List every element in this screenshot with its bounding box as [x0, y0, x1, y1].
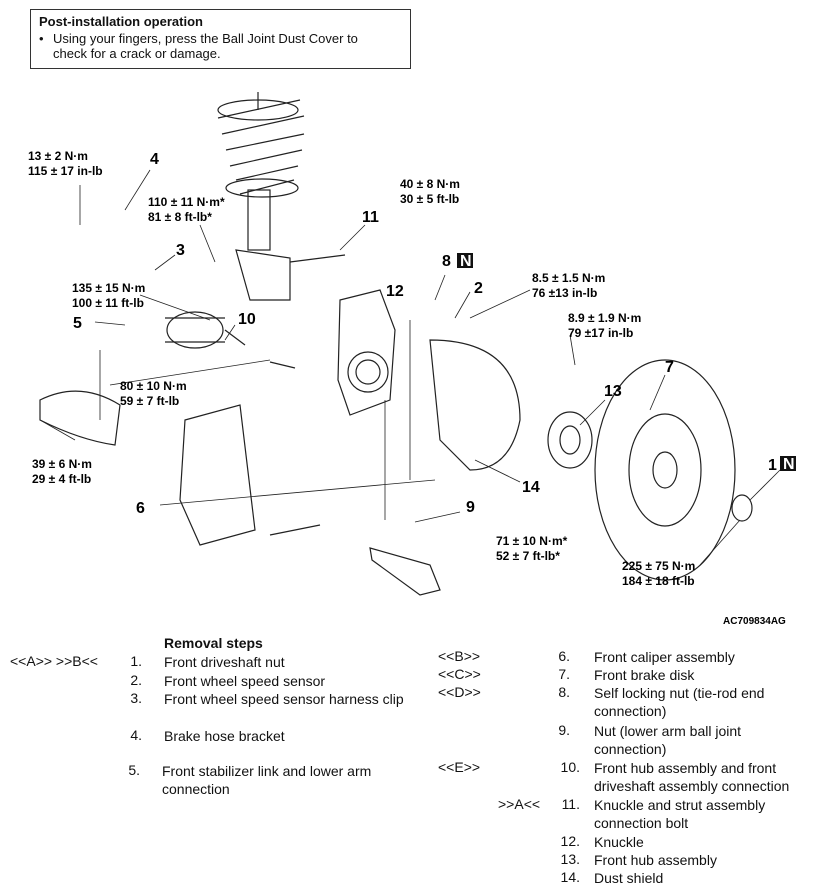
step-number: 12. [560, 833, 580, 849]
step-number: 13. [560, 851, 580, 867]
step-number: 8. [558, 684, 570, 700]
torque-2-inlb: 76 ±13 in-lb [532, 286, 597, 300]
bullet-icon: • [39, 31, 44, 46]
n-badge-8-text: N [460, 253, 472, 270]
torque-8-nm: 40 ± 8 N·m [400, 177, 460, 191]
torque-6-nm: 39 ± 6 N·m [32, 457, 92, 471]
driveshaft-nut-drawing [731, 494, 753, 522]
callout-11: 11 [362, 209, 379, 226]
step-text: Front brake disk [594, 667, 695, 683]
dust-shield-drawing [429, 339, 521, 471]
callout-12: 12 [386, 283, 404, 300]
step-number: 4. [130, 727, 142, 743]
torque-7-inlb: 79 ±17 in-lb [568, 326, 633, 340]
torque-2-nm: 8.5 ± 1.5 N·m [532, 271, 605, 285]
step-text: Front stabilizer link and lower arm conn… [162, 763, 372, 797]
torque-9-ftlb: 52 ± 7 ft-lb* [496, 549, 560, 563]
note-text-2: check for a crack or damage. [53, 46, 221, 61]
caliper-drawing [179, 404, 256, 546]
torque-4-nm: 13 ± 2 N·m [28, 149, 88, 163]
torque-3-ftlb: 81 ± 8 ft-lb* [148, 210, 212, 224]
step-text: Knuckle and strut assembly connection bo… [594, 797, 766, 831]
tie-rod-drawing [369, 547, 441, 596]
post-installation-note: Post-installation operation • Using your … [30, 9, 411, 69]
suspension-exploded-diagram: 4 3 5 10 11 12 8 2 7 13 1 14 6 9 N N 13 … [28, 92, 796, 627]
step-number: 7. [558, 666, 570, 682]
note-line-1: • Using your fingers, press the Ball Join… [39, 31, 402, 46]
callout-10: 10 [238, 311, 256, 328]
step-number: 6. [558, 648, 570, 664]
step-text: Front caliper assembly [594, 649, 735, 665]
torque-7-nm: 8.9 ± 1.9 N·m [568, 311, 641, 325]
torque-5-ftlb: 100 ± 11 ft-lb [72, 296, 144, 310]
torque-3-nm: 110 ± 11 N·m* [148, 195, 225, 209]
step-text: Dust shield [594, 870, 664, 886]
torque-5-nm: 135 ± 15 N·m [72, 281, 145, 295]
callout-8: 8 [442, 253, 451, 270]
callout-3: 3 [176, 242, 185, 259]
step-reference-codes: >>A<< [498, 796, 541, 812]
step-text: Knuckle [594, 834, 644, 850]
knuckle-drawing [337, 289, 396, 416]
step-reference-codes: <<C>> [438, 666, 481, 682]
step-number: 10. [560, 759, 580, 775]
hub-drawing [547, 411, 593, 469]
driveshaft-drawing [165, 311, 246, 349]
step-number: 9. [558, 722, 570, 738]
torque-6-ftlb: 29 ± 4 ft-lb [32, 472, 91, 486]
note-text-1: Using your fingers, press the Ball Joint… [53, 31, 358, 46]
strut-spring-drawing [217, 92, 305, 301]
note-title: Post-installation operation [39, 14, 203, 29]
torque-10-nm: 80 ± 10 N·m [120, 379, 187, 393]
torque-4-inlb: 115 ± 17 in-lb [28, 164, 103, 178]
step-text: Front wheel speed sensor harness clip [164, 691, 404, 707]
torque-9-nm: 71 ± 10 N·m* [496, 534, 568, 548]
step-reference-codes: <<B>> [438, 648, 481, 664]
step-text: Front wheel speed sensor [164, 673, 326, 689]
step-text: Brake hose bracket [164, 728, 285, 744]
n-badge-1 [780, 456, 796, 471]
bolt-10-drawing [269, 361, 296, 369]
step-reference-codes: <<D>> [438, 684, 481, 700]
step-text: Nut (lower arm ball joint connection) [594, 723, 742, 757]
callout-9: 9 [466, 499, 475, 516]
step-number: 2. [130, 672, 142, 688]
bolt-11-drawing [289, 254, 346, 263]
bolt-caliper-drawing [269, 524, 321, 536]
step-number: 11. [561, 796, 580, 812]
step-number: 14. [560, 869, 580, 885]
n-badge-1-text: N [783, 456, 795, 473]
step-number: 3. [130, 690, 142, 706]
callout-13: 13 [604, 383, 622, 400]
step-text: Self locking nut (tie-rod end connection… [594, 685, 765, 719]
step-text: Front driveshaft nut [164, 654, 285, 670]
torque-10-ftlb: 59 ± 7 ft-lb [120, 394, 179, 408]
callout-5: 5 [73, 315, 82, 332]
step-number: 1. [130, 653, 142, 669]
callout-6: 6 [136, 500, 145, 517]
callout-14: 14 [522, 479, 540, 496]
callout-2: 2 [474, 280, 483, 297]
figure-reference-code: AC709834AG [723, 616, 786, 627]
torque-8-ftlb: 30 ± 5 ft-lb [400, 192, 459, 206]
removal-steps-title: Removal steps [164, 635, 263, 651]
callout-7: 7 [665, 359, 674, 376]
step-reference-codes: <<E>> [438, 759, 481, 775]
torque-1-ftlb: 184 ± 18 ft-lb [622, 574, 695, 588]
callout-1: 1 [768, 457, 777, 474]
brake-disk-drawing [594, 359, 736, 581]
step-text: Front hub assembly [594, 852, 717, 868]
torque-1-nm: 225 ± 75 N·m [622, 559, 695, 573]
step-reference-codes: <<A>> >>B<< [10, 653, 98, 669]
step-text: Front hub assembly and front driveshaft … [594, 760, 790, 794]
lower-arm-drawing [39, 390, 121, 446]
step-number: 5. [128, 762, 140, 778]
callout-4: 4 [150, 151, 159, 168]
n-badge-8 [457, 253, 473, 268]
